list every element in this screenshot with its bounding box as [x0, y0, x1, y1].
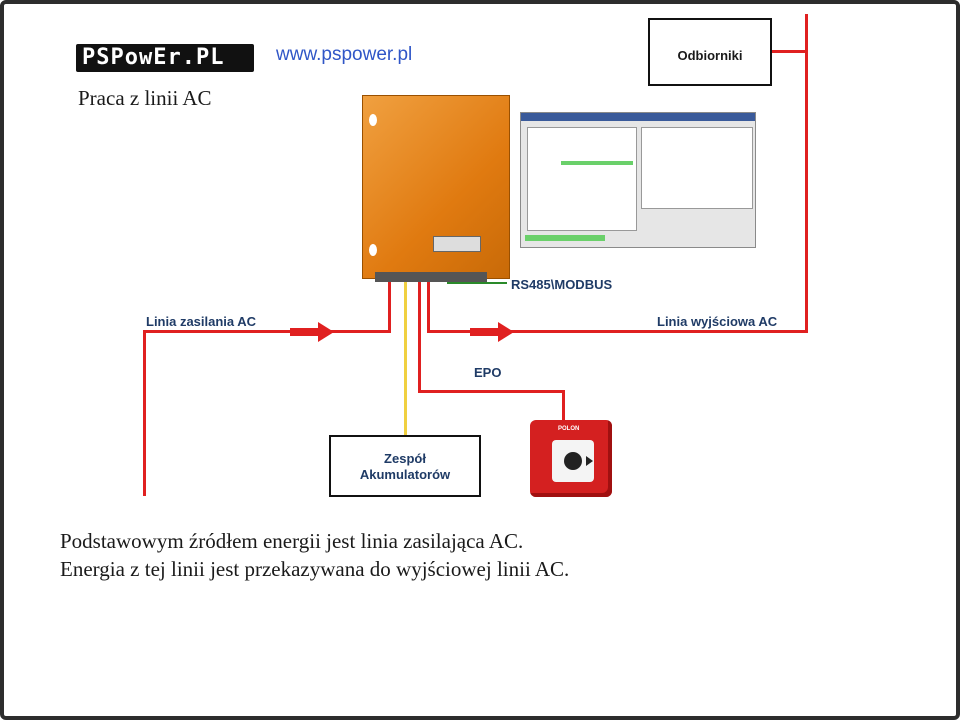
input-line-horizontal — [143, 330, 390, 333]
epo-line-device-drop — [418, 279, 421, 393]
input-line-device-drop — [388, 279, 391, 333]
logo-text: PSPowEr.PL — [82, 45, 225, 70]
receivers-link-line — [772, 50, 807, 53]
device-bottom-strip — [375, 272, 487, 282]
battery-box: Zespół Akumulatorów — [329, 435, 481, 497]
epo-line-button-drop — [562, 390, 565, 422]
website-link[interactable]: www.pspower.pl — [276, 44, 413, 65]
battery-label-line2: Akumulatorów — [359, 467, 451, 482]
body-line-1: Podstawowym źródłem energii jest linia z… — [60, 529, 524, 553]
slide-subtitle: Praca z linii AC — [78, 86, 212, 110]
body-line-2: Energia z tej linii jest przekazywana do… — [60, 557, 570, 581]
ups-device-image — [362, 95, 510, 279]
input-line-label: Linia zasilania AC — [146, 314, 257, 329]
output-line-device-drop — [427, 279, 430, 333]
output-line-label: Linia wyjściowa AC — [657, 314, 778, 329]
input-arrow-icon — [290, 322, 334, 342]
epo-button-core-icon — [564, 452, 582, 470]
battery-label-line1: Zespół — [384, 451, 426, 466]
bus-label: RS485\MODBUS — [511, 277, 613, 292]
battery-line — [404, 279, 407, 437]
pspower-logo: PSPowEr.PL — [76, 44, 254, 72]
epo-line-horizontal — [418, 390, 564, 393]
output-line-vertical — [805, 14, 808, 332]
epo-button-image: POLON — [530, 420, 612, 497]
output-arrow-icon — [470, 322, 514, 342]
bus-line-horizontal — [447, 282, 507, 284]
receivers-label: Odbiorniki — [677, 48, 743, 63]
epo-label: EPO — [474, 365, 502, 380]
receivers-box: Odbiorniki — [648, 18, 772, 86]
input-line-vertical — [143, 330, 146, 496]
output-line-horizontal — [427, 330, 808, 333]
body-text: Podstawowym źródłem energii jest linia z… — [60, 527, 569, 583]
software-window-image — [520, 112, 756, 248]
epo-button-brand: POLON — [558, 426, 580, 432]
epo-button-arrow-icon — [586, 456, 593, 466]
